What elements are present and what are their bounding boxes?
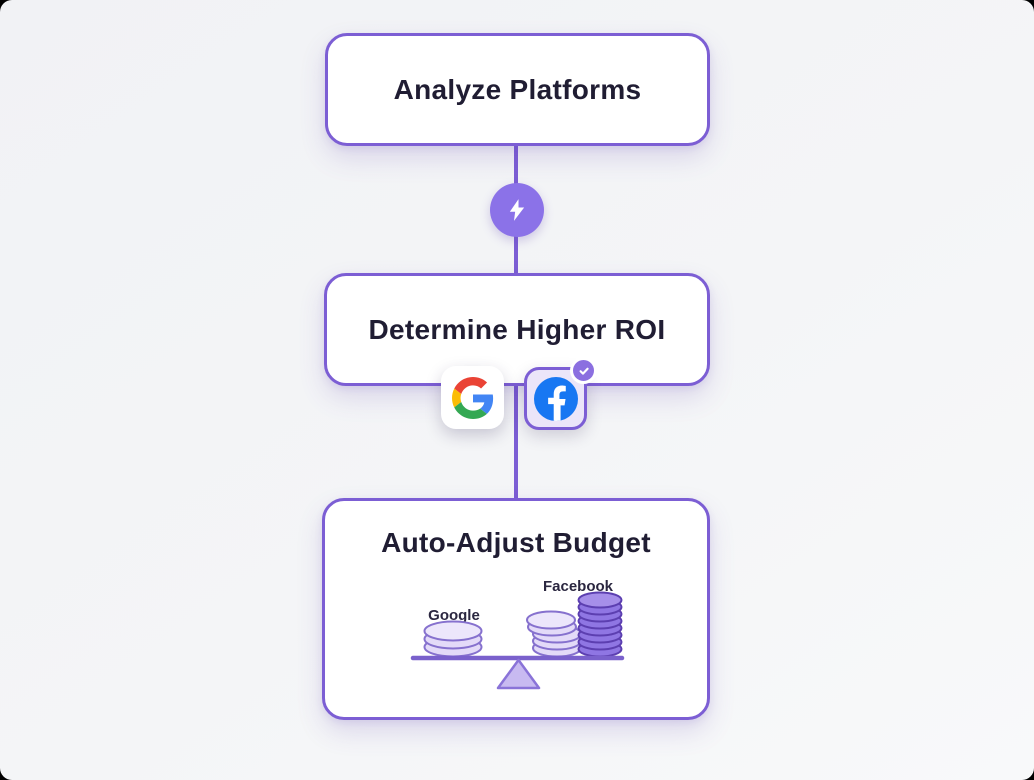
node-title: Auto-Adjust Budget bbox=[381, 527, 651, 558]
node-title: Analyze Platforms bbox=[393, 73, 642, 105]
node-auto-adjust-budget[interactable]: Auto-Adjust Budget Google Facebook bbox=[322, 498, 710, 720]
node-determine-higher-roi[interactable]: Determine Higher ROI bbox=[324, 273, 710, 386]
scale-label-facebook: Facebook bbox=[543, 578, 614, 595]
lightning-bolt-icon bbox=[490, 183, 544, 237]
facebook-logo-icon bbox=[533, 376, 578, 421]
node-analyze-platforms[interactable]: Analyze Platforms bbox=[325, 33, 710, 146]
bolt-glyph bbox=[509, 199, 525, 221]
facebook-platform-tile[interactable] bbox=[524, 357, 597, 430]
selected-check-badge bbox=[570, 357, 597, 384]
facebook-dark-coin-stack bbox=[577, 591, 623, 658]
node-title: Determine Higher ROI bbox=[368, 313, 666, 345]
scale-label-google: Google bbox=[428, 607, 480, 624]
facebook-light-coin-stack bbox=[526, 610, 582, 658]
connector-line-bottom bbox=[514, 386, 518, 498]
balance-scale-illustration: Google Facebook bbox=[410, 578, 625, 690]
google-logo-icon bbox=[451, 376, 493, 419]
checkmark-icon bbox=[579, 367, 589, 375]
scale-fulcrum-triangle bbox=[496, 658, 541, 690]
google-coin-stack bbox=[423, 620, 483, 658]
google-platform-tile[interactable] bbox=[441, 366, 504, 429]
